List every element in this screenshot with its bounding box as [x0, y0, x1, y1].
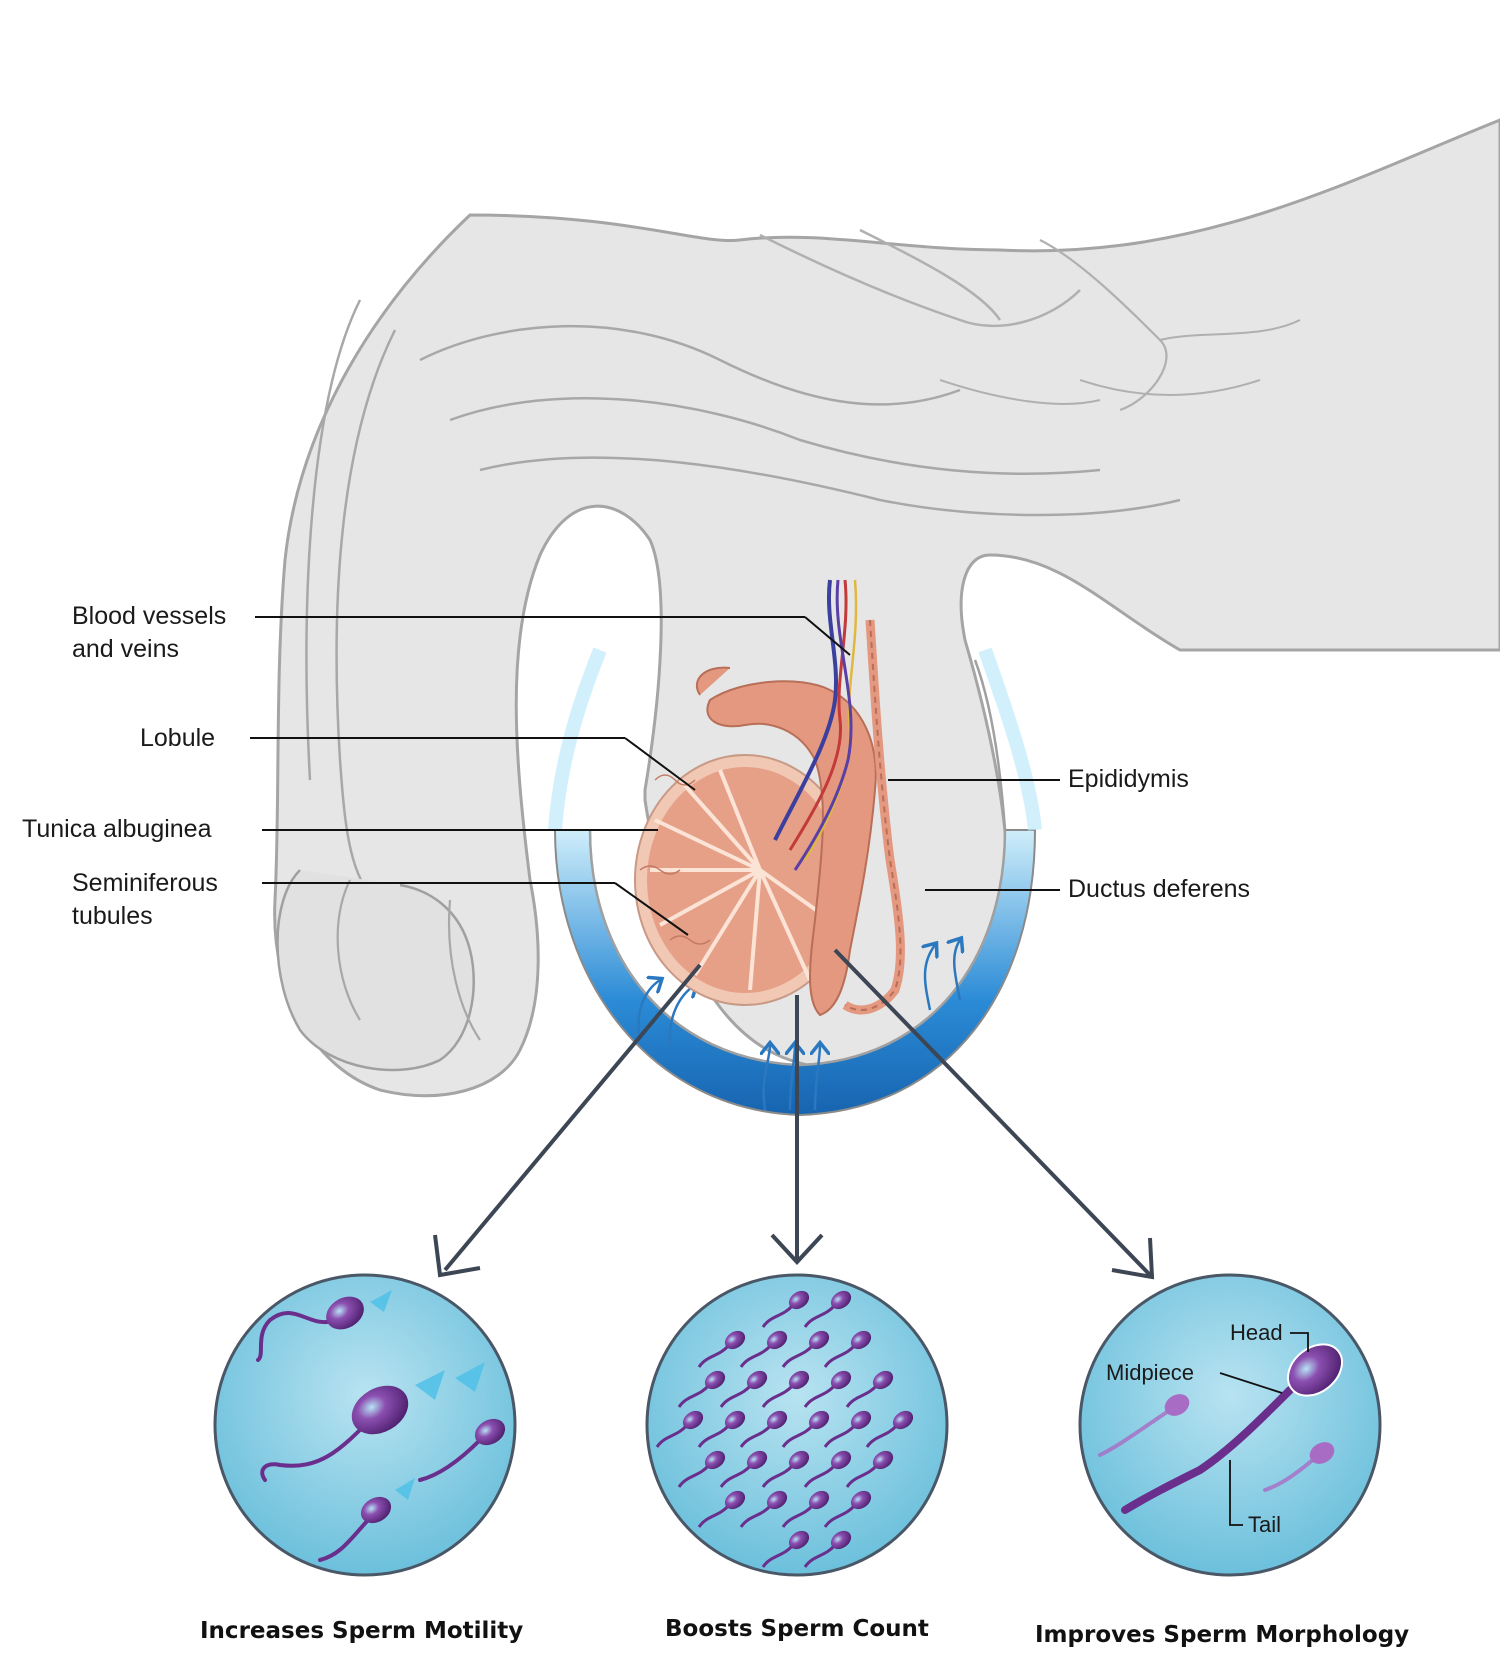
sperm-tail	[803, 1543, 837, 1568]
sperm-head	[830, 1450, 852, 1470]
sperm-head	[808, 1490, 830, 1510]
label-blood-vessels: Blood vessels	[72, 602, 227, 630]
caption-morphology: Improves Sperm Morphology	[1035, 1622, 1410, 1648]
sperm-head	[830, 1290, 852, 1310]
sperm-head	[724, 1410, 746, 1430]
sperm-head	[766, 1330, 788, 1350]
sperm-head	[766, 1490, 788, 1510]
sperm-tail	[803, 1463, 837, 1488]
sperm-tail	[655, 1423, 689, 1448]
sperm-tail	[719, 1463, 753, 1488]
sperm-head	[788, 1370, 810, 1390]
sperm-tail	[697, 1503, 731, 1528]
label-head: Head	[1230, 1320, 1283, 1345]
sperm-head	[872, 1450, 894, 1470]
label-epididymis: Epididymis	[1068, 765, 1189, 793]
sperm-head	[746, 1450, 768, 1470]
morphology-circle	[1078, 1273, 1382, 1577]
label-ductus-deferens: Ductus deferens	[1068, 875, 1251, 903]
count-circle	[645, 1273, 949, 1577]
sperm-head	[892, 1410, 914, 1430]
sperm-tail	[823, 1423, 857, 1448]
sperm-tail	[697, 1423, 731, 1448]
label-seminiferous: Seminiferous	[72, 869, 218, 897]
sperm-head	[704, 1450, 726, 1470]
label-tunica-albuginea: Tunica albuginea	[22, 815, 212, 843]
sperm-head	[788, 1450, 810, 1470]
sperm-tail	[781, 1343, 815, 1368]
sperm-head	[808, 1330, 830, 1350]
sperm-head	[724, 1490, 746, 1510]
label-midpiece: Midpiece	[1106, 1360, 1195, 1385]
sperm-tail	[761, 1543, 795, 1568]
sperm-tail	[677, 1383, 711, 1408]
sperm-head	[788, 1290, 810, 1310]
sperm-tail	[761, 1383, 795, 1408]
effect-arrows	[433, 948, 1155, 1280]
sperm-tail	[803, 1303, 837, 1328]
label-and-veins: and veins	[72, 635, 180, 663]
caption-motility: Increases Sperm Motility	[200, 1618, 524, 1644]
sperm-tail	[739, 1423, 773, 1448]
sperm-head	[830, 1370, 852, 1390]
sperm-tail	[845, 1463, 879, 1488]
label-lobule: Lobule	[140, 724, 216, 752]
sperm-tail	[739, 1343, 773, 1368]
leader-lines	[250, 616, 1060, 936]
sperm-head	[850, 1490, 872, 1510]
sperm-head	[682, 1410, 704, 1430]
sperm-head	[724, 1330, 746, 1350]
testis	[634, 754, 856, 1006]
sperm-tail	[739, 1503, 773, 1528]
scrotum	[548, 647, 1042, 1117]
caption-count: Boosts Sperm Count	[665, 1616, 929, 1642]
sperm-tail	[803, 1383, 837, 1408]
sperm-head	[788, 1530, 810, 1550]
sperm-tail	[697, 1343, 731, 1368]
sperm-head	[808, 1410, 830, 1430]
sperm-head	[746, 1370, 768, 1390]
sperm-tail	[823, 1503, 857, 1528]
sperm-tail	[677, 1463, 711, 1488]
sperm-tail	[761, 1463, 795, 1488]
sperm-tail	[761, 1303, 795, 1328]
label-tail: Tail	[1248, 1512, 1282, 1537]
sperm-tail	[781, 1503, 815, 1528]
sperm-head	[766, 1410, 788, 1430]
motility-circle	[213, 1273, 517, 1577]
sperm-tail	[823, 1343, 857, 1368]
label-tubules: tubules	[72, 902, 153, 930]
sperm-tail	[865, 1423, 899, 1448]
sperm-tail	[719, 1383, 753, 1408]
sperm-head	[872, 1370, 894, 1390]
sperm-head	[704, 1370, 726, 1390]
sperm-head	[850, 1410, 872, 1430]
body-silhouette	[273, 118, 1500, 1098]
sperm-tail	[781, 1423, 815, 1448]
sperm-head	[830, 1530, 852, 1550]
sperm-tail	[845, 1383, 879, 1408]
sperm-head	[850, 1330, 872, 1350]
